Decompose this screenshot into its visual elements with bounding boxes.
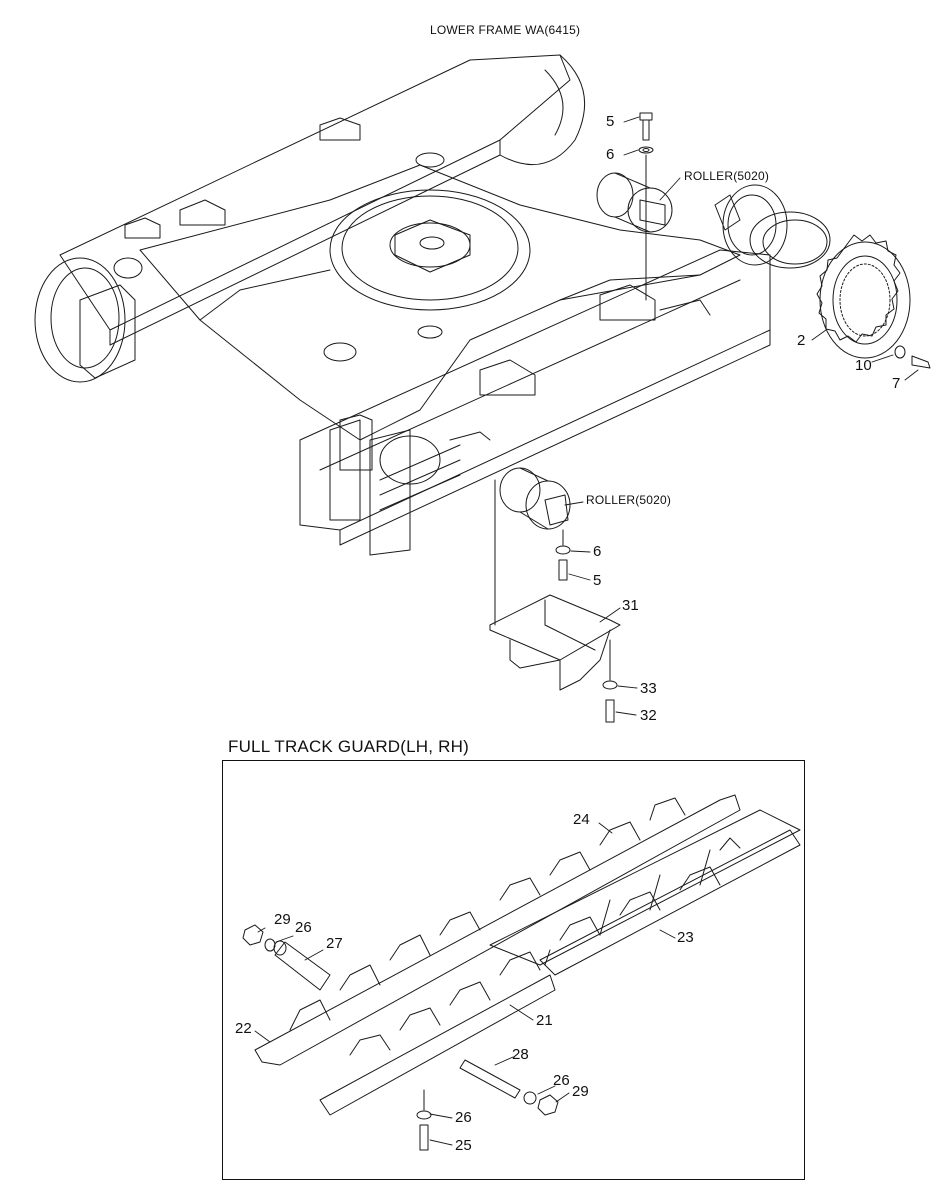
callout-32: 32 [640,707,657,724]
callout-2: 2 [797,332,806,349]
callout-25: 25 [455,1137,472,1154]
sprocket [817,235,910,358]
callout-22: 22 [235,1020,252,1037]
callout-31: 31 [622,597,639,614]
callout-23: 23 [677,929,694,946]
callout-26-bottom: 26 [455,1109,472,1126]
callout-24: 24 [573,811,590,828]
track-guard-assembly [243,795,800,1150]
callout-27: 27 [326,935,343,952]
track-guard-frame [222,760,805,1180]
callout-5-top: 5 [606,113,615,130]
frame-fasteners [490,113,930,722]
lower-frame-title: LOWER FRAME WA(6415) [430,23,581,37]
callout-6-low: 6 [593,543,602,560]
callout-26-right: 26 [553,1072,570,1089]
callout-6-top: 6 [606,146,615,163]
callout-10: 10 [855,357,872,374]
callout-29-right: 29 [572,1083,589,1100]
callout-7: 7 [892,375,901,392]
lower-roller [500,468,570,529]
callout-roller-upper: ROLLER(5020) [684,169,770,183]
callout-26-left: 26 [295,919,312,936]
callout-5-low: 5 [593,572,602,589]
leader-lines [255,117,918,1145]
track-guard-title: FULL TRACK GUARD(LH, RH) [228,737,469,756]
callout-33: 33 [640,680,657,697]
callout-29-left: 29 [274,911,291,928]
lower-frame [35,55,830,555]
callout-roller-lower: ROLLER(5020) [586,493,672,507]
callout-28: 28 [512,1046,529,1063]
callout-21: 21 [536,1012,553,1029]
